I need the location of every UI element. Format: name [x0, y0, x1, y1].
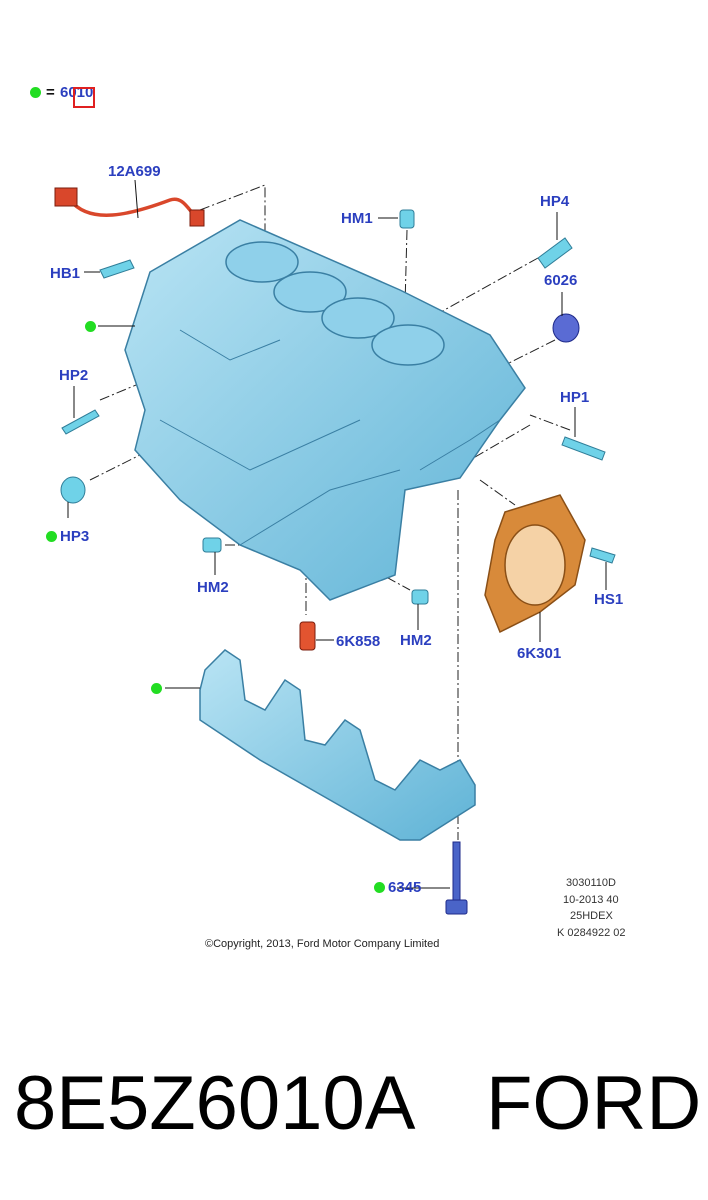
- label-hs1: HS1: [594, 591, 624, 608]
- legend-highlight-box: [73, 87, 95, 108]
- hp3-indicator-icon: [46, 531, 57, 542]
- meta-line-1: 3030110D: [566, 877, 616, 889]
- knock-sensor-wire: [54, 187, 205, 227]
- legend-symbol: =: [46, 84, 55, 101]
- label-hp2: HP2: [59, 367, 89, 384]
- label-hb1: HB1: [50, 265, 81, 282]
- legend-indicator-icon: [30, 87, 41, 98]
- label-6k858: 6K858: [336, 633, 381, 650]
- label-6345: 6345: [388, 879, 422, 896]
- frame-indicator-icon: [151, 683, 162, 694]
- rear-seal-retainer: [484, 494, 586, 634]
- label-6026: 6026: [544, 272, 578, 289]
- label-hm2-right: HM2: [400, 632, 432, 649]
- cylinder-block: [124, 219, 526, 601]
- label-hp4: HP4: [540, 193, 570, 210]
- label-hp1: HP1: [560, 389, 590, 406]
- brand-name: FORD: [486, 1061, 702, 1146]
- part-number: 8E5Z6010A: [14, 1061, 416, 1146]
- label-12a699: 12A699: [108, 163, 161, 180]
- bolt-6345: [445, 841, 468, 915]
- small-parts: [60, 209, 616, 605]
- meta-line-2: 10-2013 40: [563, 894, 619, 906]
- label-hm1: HM1: [341, 210, 373, 227]
- main-bearing-frame: [199, 649, 476, 841]
- dowel-6k858: [299, 621, 316, 651]
- engine-block-diagram: [54, 179, 616, 915]
- label-hp3: HP3: [60, 528, 90, 545]
- copyright-notice: ©Copyright, 2013, Ford Motor Company Lim…: [205, 938, 440, 950]
- block-indicator-icon: [85, 321, 96, 332]
- label-hm2-left: HM2: [197, 579, 229, 596]
- leader-lines: [67, 179, 607, 889]
- meta-line-3: 25HDEX: [570, 910, 613, 922]
- meta-line-4: K 0284922 02: [557, 927, 626, 939]
- label-6k301: 6K301: [517, 645, 562, 662]
- bolt-indicator-icon: [374, 882, 385, 893]
